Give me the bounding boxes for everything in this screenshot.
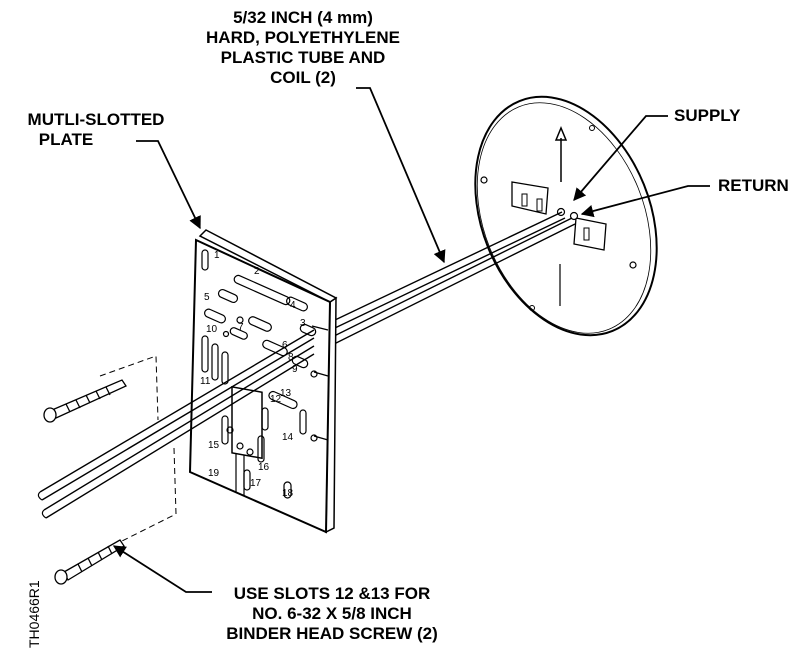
- screw-upper: [43, 379, 127, 423]
- slot-number: 11: [200, 376, 211, 387]
- tube-label-line: PLASTIC TUBE AND: [220, 48, 386, 67]
- slot-number: 9: [292, 364, 298, 375]
- slot-number: 2: [254, 266, 260, 277]
- tubes-front: [37, 329, 315, 519]
- plate-label-line: MUTLI-SLOTTED: [27, 110, 165, 129]
- tube-label: 5/32 INCH (4 mm) HARD, POLYETHYLENE PLAS…: [186, 8, 420, 88]
- slot-number: 5: [204, 292, 210, 303]
- screw-lower: [54, 539, 125, 585]
- plate-label-line: PLATE: [38, 130, 94, 149]
- slot-number: 14: [282, 432, 294, 443]
- slot-number: 7: [238, 322, 244, 333]
- wall-outline-dashed: [99, 355, 177, 543]
- figure-code: TH0466R1: [26, 580, 42, 648]
- slots-label-line: BINDER HEAD SCREW (2): [226, 624, 438, 643]
- slot-number: 15: [208, 440, 220, 451]
- slot-number: 18: [282, 488, 294, 499]
- slot-number: 4: [290, 300, 296, 311]
- slots-label: USE SLOTS 12 &13 FOR NO. 6-32 X 5/8 INCH…: [196, 584, 468, 644]
- return-label: RETURN: [718, 176, 789, 195]
- leader-lines: [112, 87, 710, 593]
- tube-label-line: HARD, POLYETHYLENE: [206, 28, 400, 47]
- slot-number: 8: [288, 352, 294, 363]
- slot-number: 12: [270, 394, 282, 405]
- supply-label: SUPPLY: [674, 106, 741, 125]
- slot-number: 16: [258, 462, 270, 473]
- slot-number-labels: 1 2 3 4 5 6 7 8 9 10 11 12 13 14 15 16 1…: [200, 250, 306, 499]
- tube-label-line: 5/32 INCH (4 mm): [233, 8, 373, 27]
- tube-label-line: COIL (2): [270, 68, 336, 87]
- slot-number: 1: [214, 250, 220, 261]
- plate-label: MUTLI-SLOTTED PLATE: [6, 110, 186, 150]
- slots-label-line: USE SLOTS 12 &13 FOR: [233, 584, 431, 603]
- multi-slotted-plate: 1 2 3 4 5 6 7 8 9 10 11 12 13 14 15 16 1…: [188, 229, 338, 534]
- slot-number: 6: [282, 340, 288, 351]
- slot-number: 19: [208, 468, 220, 479]
- tubes-rear: [313, 211, 576, 355]
- slots-label-line: NO. 6-32 X 5/8 INCH: [252, 604, 412, 623]
- slot-number: 13: [280, 388, 292, 399]
- slot-number: 17: [250, 478, 262, 489]
- round-wall-plate: [474, 95, 658, 337]
- slot-number: 3: [300, 318, 306, 329]
- slot-number: 10: [206, 324, 218, 335]
